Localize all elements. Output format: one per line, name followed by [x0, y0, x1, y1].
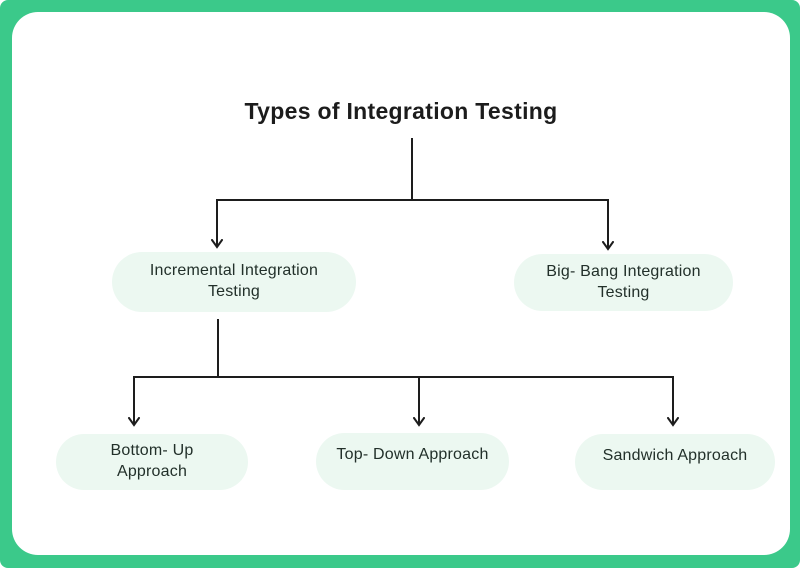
node-sandwich-approach: Sandwich Approach: [575, 434, 775, 490]
node-big-bang-integration-testing: Big- Bang Integration Testing: [514, 254, 733, 311]
page-title: Types of Integration Testing: [244, 98, 558, 124]
diagram-card: Types of Integration Testing: [12, 12, 790, 555]
node-label: Sandwich Approach: [602, 446, 748, 464]
node-top-down-approach: Top- Down Approach: [316, 433, 509, 490]
node-label: Big- Bang Integration Testing: [546, 262, 701, 301]
node-label: Top- Down Approach: [336, 446, 489, 464]
node-label: Bottom- Up Approach: [110, 442, 194, 480]
node-bottom-up-approach: Bottom- Up Approach: [56, 434, 248, 490]
node-incremental-integration-testing: Incremental Integration Testing: [112, 252, 356, 312]
node-label: Incremental Integration Testing: [149, 262, 319, 300]
